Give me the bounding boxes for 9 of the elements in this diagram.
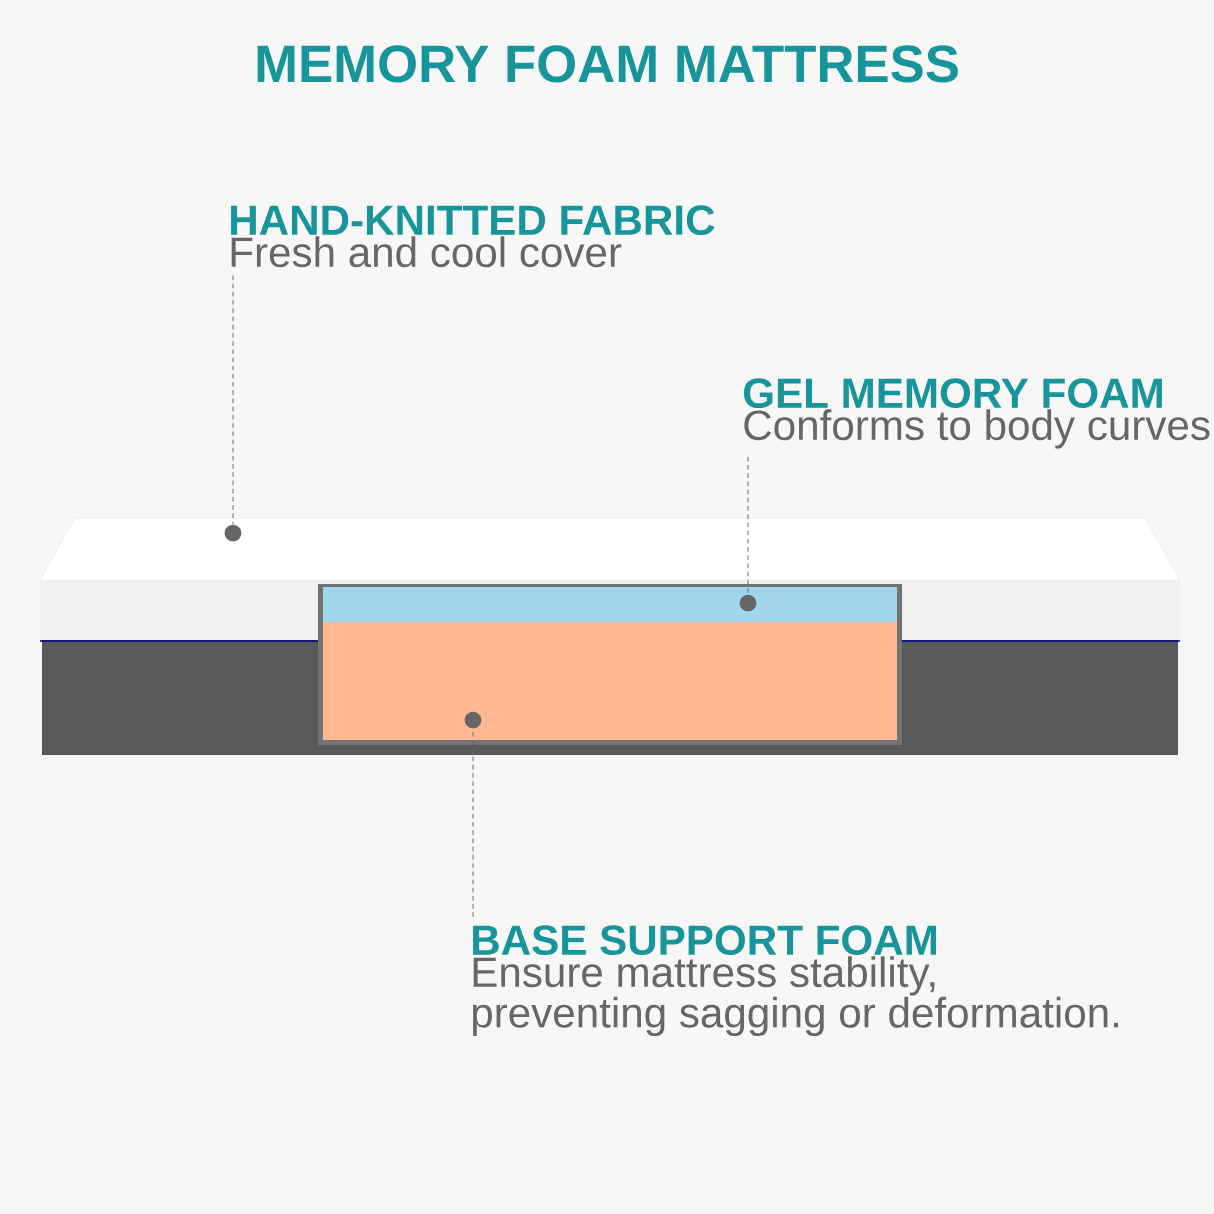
marker-dot <box>464 711 482 729</box>
callout-text: BASE SUPPORT FOAM Ensure mattress stability, preventing sagging or deformation. <box>472 925 1119 1037</box>
leader-line <box>232 275 234 525</box>
leader-line <box>747 456 749 595</box>
callout-text: GEL MEMORY FOAM Conforms to body curves <box>743 378 1210 449</box>
callout-text: HAND-KNITTED FABRIC Fresh and cool cover <box>231 205 715 268</box>
title: MEMORY FOAM MATTRESS <box>257 45 958 83</box>
marker-dot <box>224 524 242 542</box>
marker-dot <box>739 594 757 612</box>
